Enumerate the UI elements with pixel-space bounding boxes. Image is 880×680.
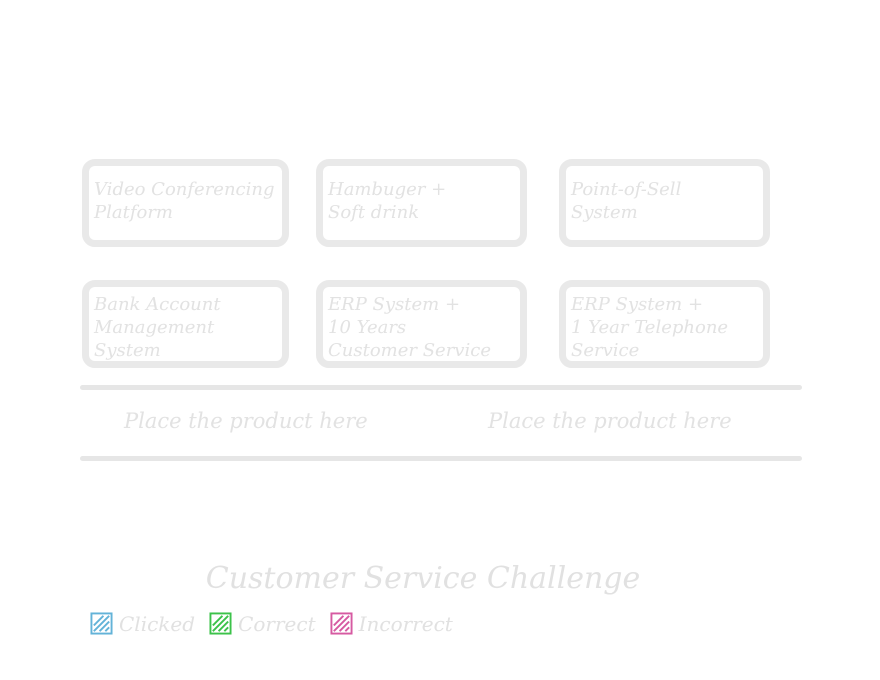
card-text-line: 1 Year Telephone <box>571 317 729 338</box>
card-text-line: Hambuger + <box>328 179 447 200</box>
product-card-video-conferencing[interactable]: Video Conferencing Platform <box>82 159 289 247</box>
card-text-line: ERP System + <box>328 294 461 315</box>
clicked-swatch-icon <box>90 612 113 635</box>
card-text-line: ERP System + <box>571 294 704 315</box>
drop-area-bottom-divider <box>80 456 802 461</box>
card-text-line: System <box>571 202 638 223</box>
product-card-bank-account[interactable]: Bank Account Management System <box>82 280 289 368</box>
incorrect-swatch-icon <box>330 612 353 635</box>
legend-label-clicked: Clicked <box>119 611 196 636</box>
legend-item-clicked: Clicked <box>90 612 195 636</box>
drop-zone-left[interactable]: Place the product here <box>124 409 368 433</box>
card-text-line: Soft drink <box>328 202 420 223</box>
card-text-line: Customer Service <box>328 340 491 361</box>
card-text-line: System <box>94 340 161 361</box>
legend-label-incorrect: Incorrect <box>358 611 453 636</box>
card-text-line: Service <box>571 340 640 361</box>
legend: Clicked Correct Incorrect <box>90 610 467 637</box>
legend-item-incorrect: Incorrect <box>330 612 453 636</box>
product-card-hamburger[interactable]: Hambuger + Soft drink <box>316 159 527 247</box>
legend-label-correct: Correct <box>238 611 316 636</box>
card-text-line: Platform <box>94 202 174 223</box>
correct-swatch-icon <box>209 612 232 635</box>
product-card-erp-1-year[interactable]: ERP System + 1 Year Telephone Service <box>559 280 770 368</box>
card-text-line: Management <box>94 317 215 338</box>
product-card-erp-10-years[interactable]: ERP System + 10 Years Customer Service <box>316 280 527 368</box>
drop-area-top-divider <box>80 385 802 390</box>
page-title: Customer Service Challenge <box>205 561 641 596</box>
card-text-line: 10 Years <box>328 317 407 338</box>
card-text-line: Video Conferencing <box>94 179 275 200</box>
card-text-line: Bank Account <box>94 294 221 315</box>
card-text-line: Point-of-Sell <box>571 179 682 200</box>
drop-zone-right[interactable]: Place the product here <box>488 409 732 433</box>
product-card-point-of-sell[interactable]: Point-of-Sell System <box>559 159 770 247</box>
legend-item-correct: Correct <box>209 612 316 636</box>
